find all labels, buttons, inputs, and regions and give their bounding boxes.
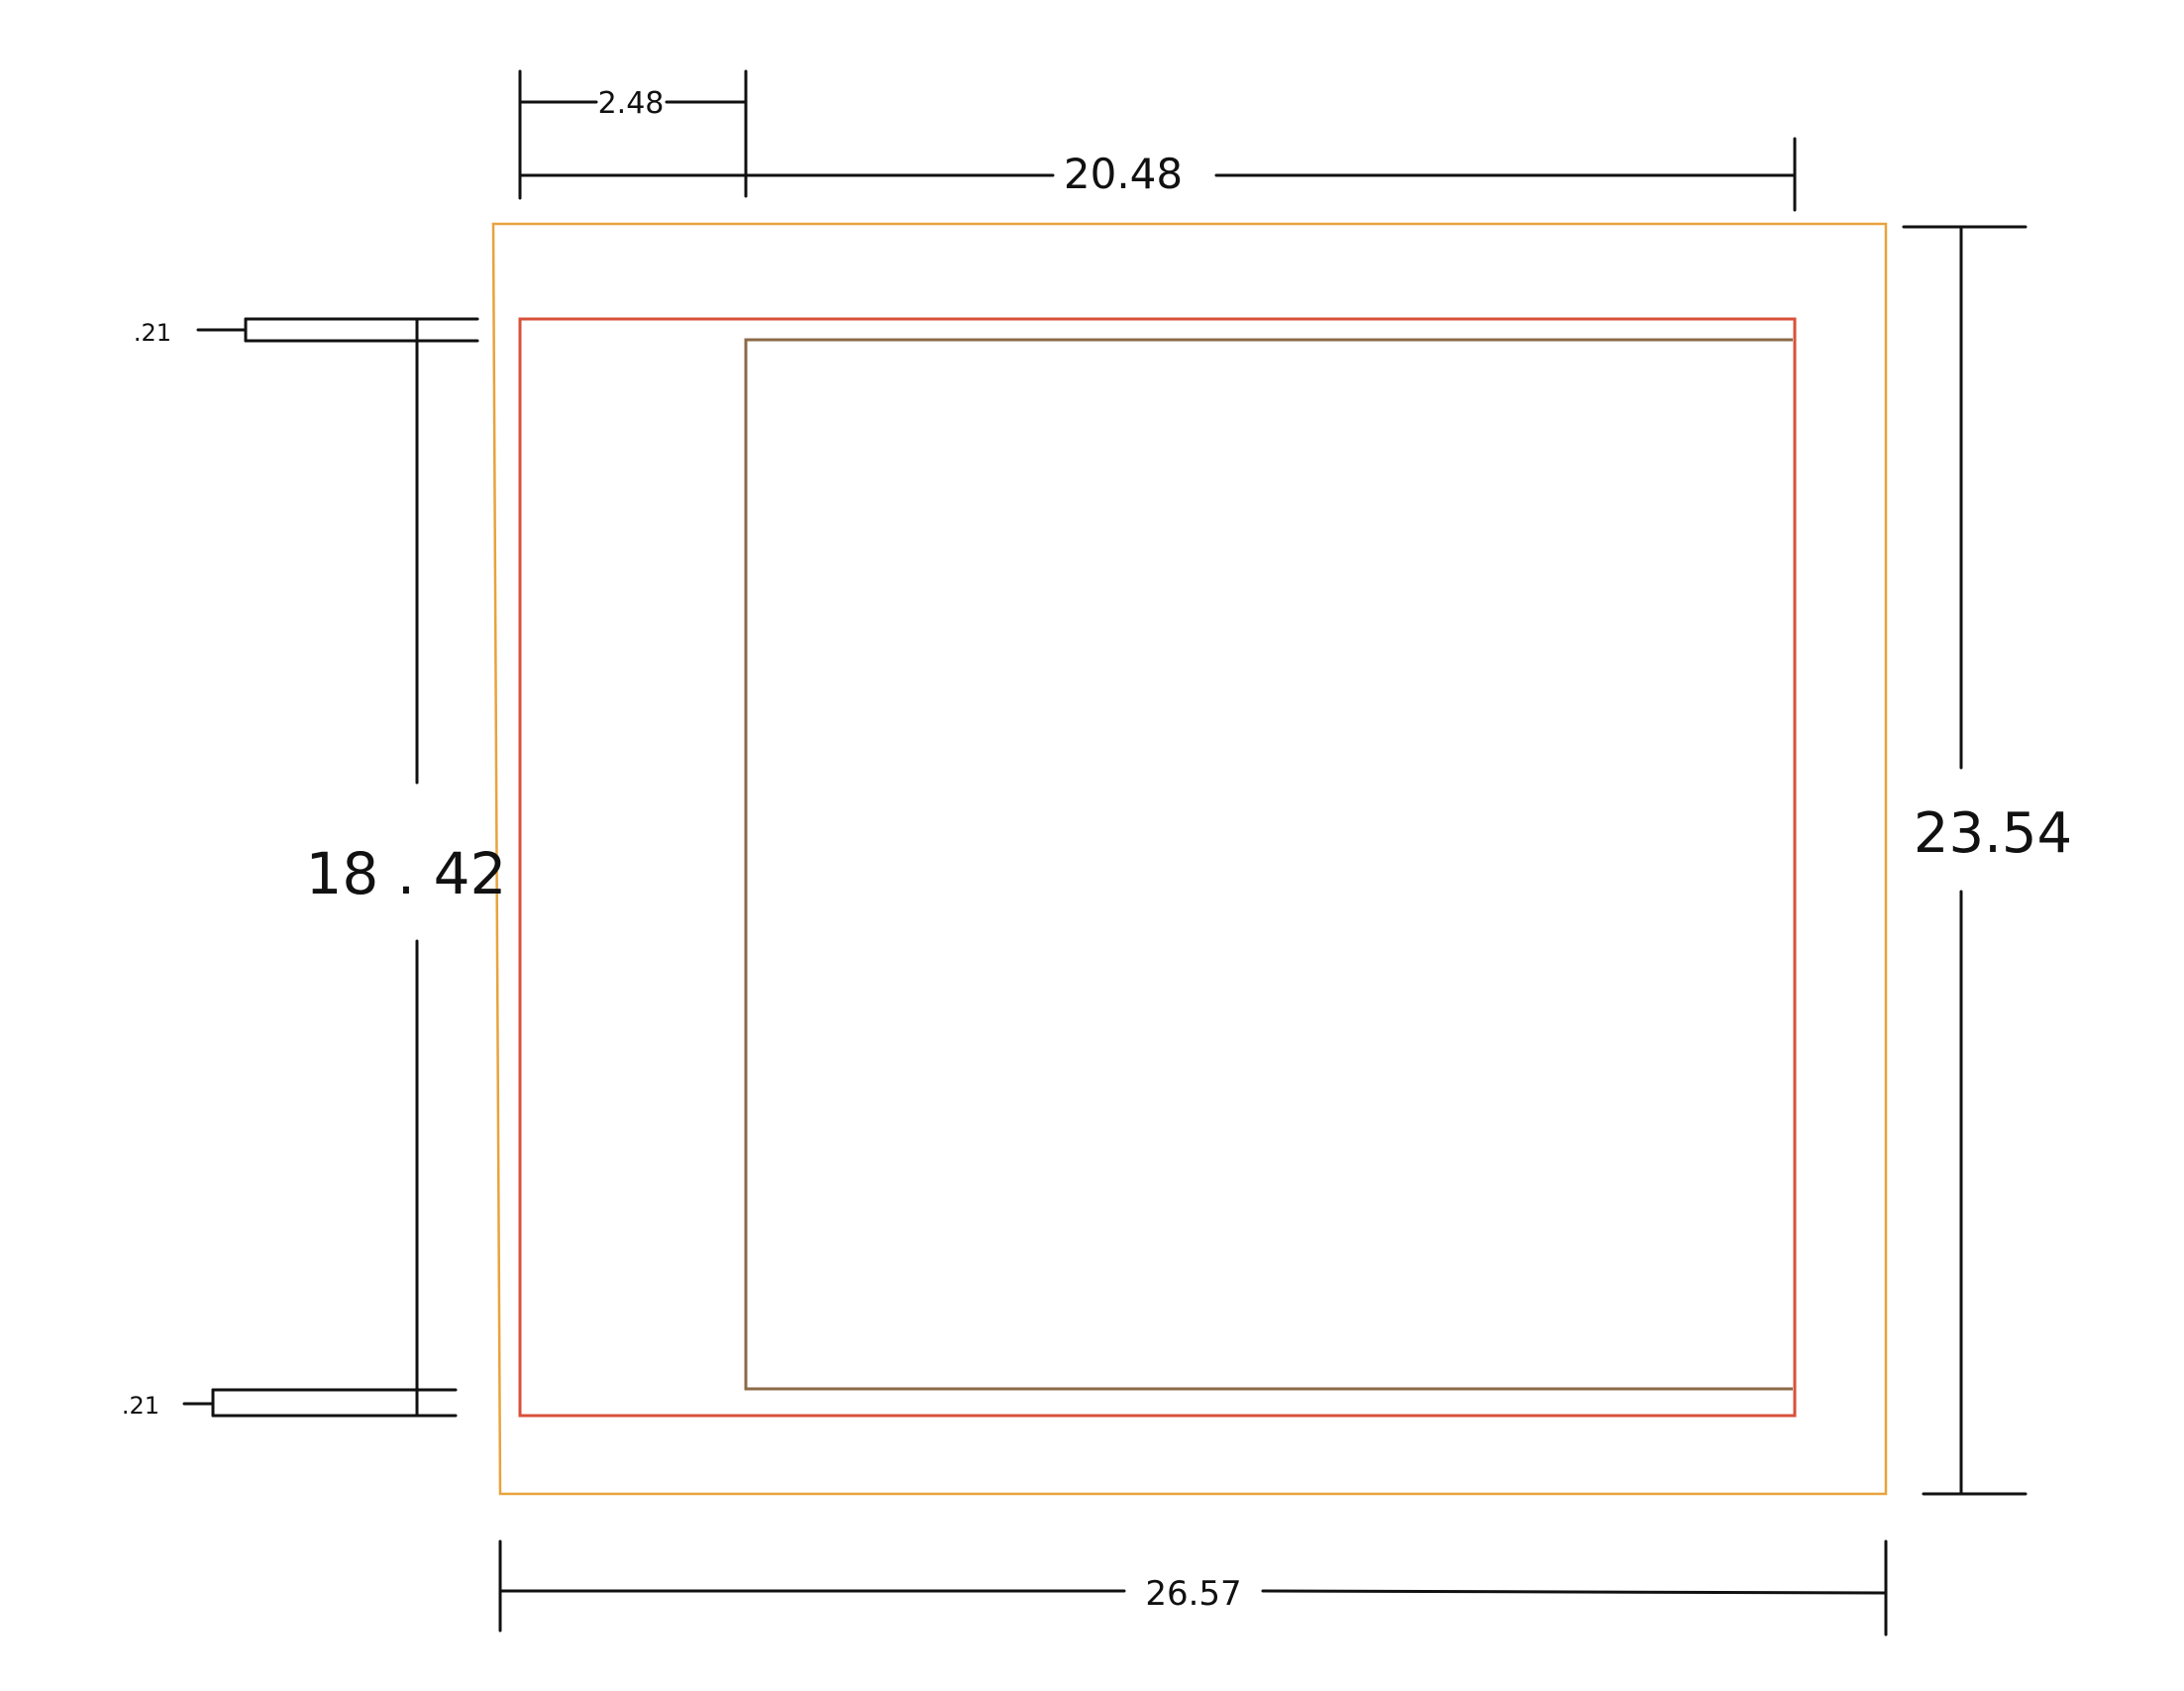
outer-rectangle (491, 222, 1888, 1496)
left-top-thickness-label: .21 (134, 319, 171, 347)
bottom-width-dimension: 26.57 (498, 1539, 1888, 1637)
left-bottom-thickness-callout: .21 (122, 1388, 458, 1420)
top-small-dimension: 2.48 (518, 69, 748, 200)
left-height-label: 18 . 42 (306, 840, 507, 907)
right-height-label: 23.54 (1914, 801, 2072, 866)
top-large-dimension: 20.48 (518, 137, 1797, 212)
middle-rectangle (518, 317, 1797, 1418)
left-top-thickness-callout: .21 (134, 317, 479, 347)
inner-rectangle (744, 338, 1793, 1391)
top-large-label: 20.48 (1064, 150, 1183, 198)
top-small-label: 2.48 (598, 86, 665, 121)
bottom-width-label: 26.57 (1145, 1574, 1241, 1614)
left-height-dimension: 18 . 42 (306, 317, 507, 1418)
left-bottom-thickness-label: .21 (122, 1392, 159, 1420)
right-height-dimension: 23.54 (1902, 225, 2072, 1496)
